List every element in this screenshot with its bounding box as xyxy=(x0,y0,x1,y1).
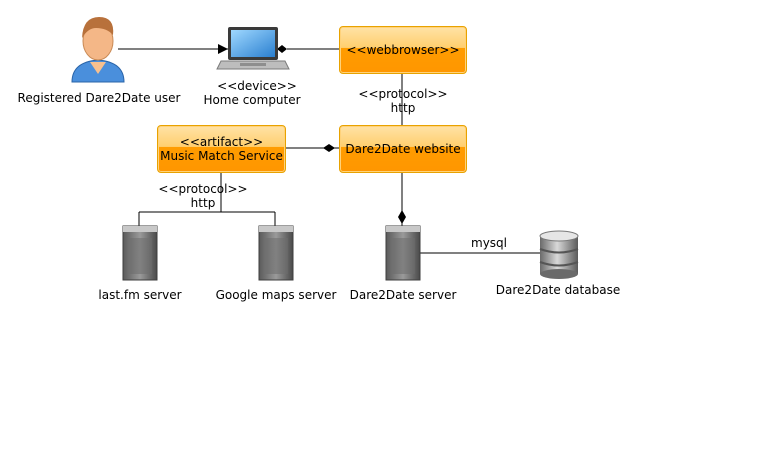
musicmatch-protocol-stereotype: <<protocol>> xyxy=(158,182,248,196)
user-label: Registered Dare2Date user xyxy=(17,91,181,105)
webbrowser-box: <<webbrowser>> xyxy=(339,26,467,74)
server-tower-icon xyxy=(122,225,158,281)
person-icon xyxy=(71,17,125,83)
website-label: Dare2Date website xyxy=(345,142,461,156)
laptop-icon xyxy=(216,27,290,70)
database-cylinder-icon xyxy=(539,230,579,279)
device-stereotype: <<device>> xyxy=(217,79,297,93)
server-tower-icon xyxy=(385,225,421,281)
music-match-box: <<artifact>> Music Match Service xyxy=(157,125,286,173)
musicmatch-protocol-label: http xyxy=(190,196,216,210)
composition-diamond xyxy=(323,144,335,152)
home-computer-label: Home computer xyxy=(203,93,301,107)
browser-protocol-stereotype: <<protocol>> xyxy=(358,87,448,101)
webbrowser-label: <<webbrowser>> xyxy=(346,43,460,57)
lastfm-label: last.fm server xyxy=(98,288,182,302)
googlemaps-label: Google maps server xyxy=(215,288,337,302)
composition-diamond xyxy=(398,210,406,224)
website-box: Dare2Date website xyxy=(339,125,467,173)
music-match-label: Music Match Service xyxy=(160,149,283,163)
browser-protocol-label: http xyxy=(390,101,416,115)
server-tower-icon xyxy=(258,225,294,281)
d2d-server-label: Dare2Date server xyxy=(349,288,457,302)
music-match-stereotype: <<artifact>> xyxy=(179,135,264,149)
musicmatch-to-external-edge xyxy=(138,172,276,226)
d2d-database-label: Dare2Date database xyxy=(495,283,621,297)
mysql-label: mysql xyxy=(471,236,507,250)
composition-diamond xyxy=(277,45,287,53)
